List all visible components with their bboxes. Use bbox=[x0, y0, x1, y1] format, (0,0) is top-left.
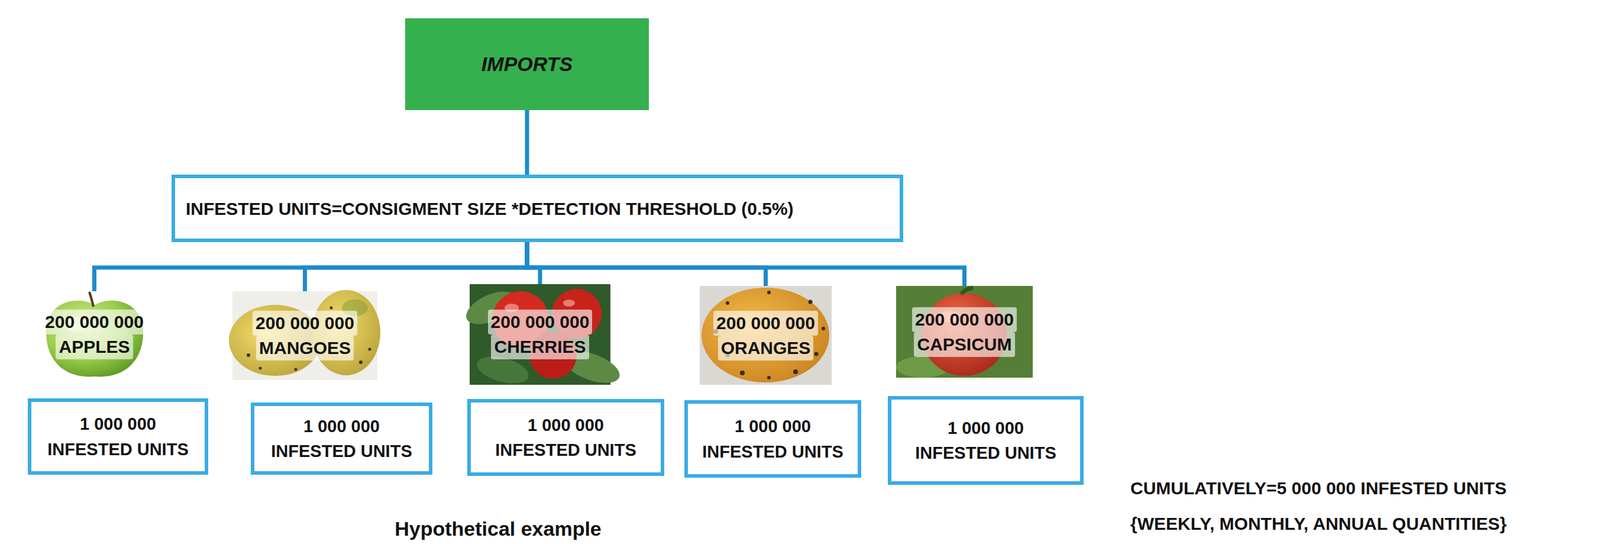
node-text: 200 000 000 bbox=[713, 310, 819, 336]
node-text: 1 000 000 INFESTED UNITS bbox=[910, 415, 1062, 465]
apple-picture bbox=[46, 291, 144, 377]
node-text: 1 000 000 INFESTED UNITS bbox=[42, 411, 194, 461]
node-text: ORANGES bbox=[718, 335, 814, 361]
node-text: CAPSICUM bbox=[913, 331, 1015, 357]
node-text: INFESTED UNITS=CONSIGMENT SIZE *DETECTIO… bbox=[185, 196, 794, 221]
node-text: APPLES bbox=[55, 334, 133, 360]
node-text: 1 000 000 INFESTED UNITS bbox=[266, 413, 418, 464]
node-text: 1 000 000 INFESTED UNITS bbox=[697, 413, 849, 464]
count-box: 1 000 000 INFESTED UNITS bbox=[887, 395, 1084, 485]
count-box: 1 000 000 INFESTED UNITS bbox=[27, 398, 209, 475]
caption: Hypothetical example bbox=[394, 516, 602, 541]
note-text: CUMULATIVELY=5 000 000 INFESTED UNITS bbox=[1130, 474, 1507, 501]
count-box: 1 000 000 INFESTED UNITS bbox=[467, 398, 665, 476]
count-box: 1 000 000 INFESTED UNITS bbox=[250, 402, 433, 475]
fruit-photo-box: 200 000 000APPLES bbox=[40, 291, 148, 378]
node-text: 200 000 000 bbox=[912, 306, 1017, 332]
note-text: {WEEKLY, MONTHLY, ANNUAL QUANTITIES} bbox=[1130, 510, 1507, 537]
connector-line bbox=[94, 241, 528, 292]
connector-line bbox=[527, 241, 766, 286]
capsicum-picture bbox=[896, 285, 1033, 378]
node-text: 200 000 000 bbox=[487, 309, 593, 335]
fruit-photo-box: 200 000 000CAPSICUM bbox=[896, 285, 1033, 378]
node-text: 200 000 000 bbox=[252, 310, 358, 336]
node-text: 1 000 000 INFESTED UNITS bbox=[490, 412, 642, 462]
count-box: 1 000 000 INFESTED UNITS bbox=[684, 399, 862, 478]
fruit-photo-box: 200 000 000MANGOES bbox=[232, 291, 378, 380]
connector-line bbox=[527, 241, 965, 286]
connector-line bbox=[305, 241, 528, 292]
node-text: IMPORTS bbox=[481, 52, 573, 77]
node-text: MANGOES bbox=[256, 335, 354, 361]
mango-picture bbox=[228, 289, 381, 380]
orange-picture bbox=[699, 285, 832, 385]
fruit-photo-box: 200 000 000CHERRIES bbox=[469, 283, 611, 385]
connector-line bbox=[525, 110, 530, 175]
imports-box: IMPORTS bbox=[405, 18, 649, 111]
formula-box: INFESTED UNITS=CONSIGMENT SIZE *DETECTIO… bbox=[171, 174, 904, 242]
node-text: CHERRIES bbox=[490, 334, 589, 360]
node-text: 200 000 000 bbox=[41, 309, 147, 335]
fruit-photo-box: 200 000 000ORANGES bbox=[699, 285, 832, 385]
cherry-picture bbox=[461, 283, 625, 390]
